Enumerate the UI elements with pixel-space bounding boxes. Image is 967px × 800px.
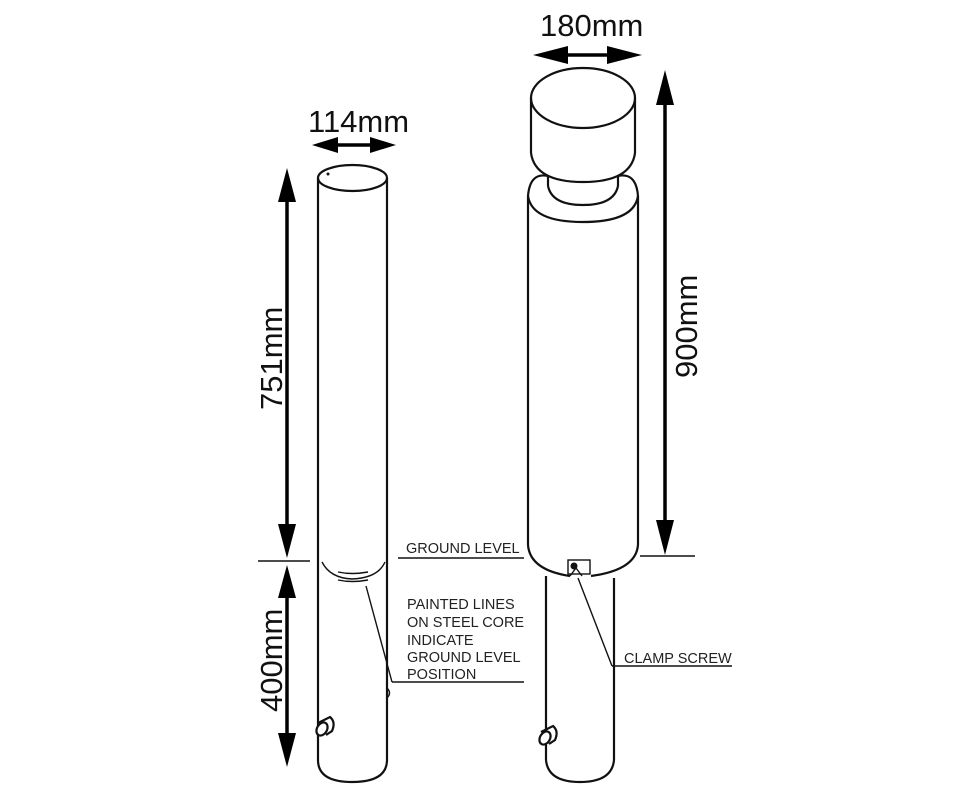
- height-label-900: 900mm: [669, 275, 704, 378]
- pin-icon: [315, 715, 335, 737]
- left-bollard: [315, 163, 391, 784]
- dimension-114mm: 114mm: [308, 104, 409, 153]
- right-bollard: [526, 66, 640, 784]
- painted-lines-callout: PAINTED LINES ON STEEL CORE INDICATE GRO…: [365, 585, 524, 683]
- diameter-label-right: 180mm: [540, 8, 643, 43]
- pin-icon: [538, 724, 558, 746]
- dimension-900mm: 900mm: [640, 70, 704, 557]
- painted-lines-text-3: INDICATE: [407, 633, 474, 649]
- height-label-751: 751mm: [254, 307, 289, 410]
- painted-lines-text-2: ON STEEL CORE: [407, 615, 524, 631]
- depth-label-400: 400mm: [254, 609, 289, 712]
- dimension-180mm: 180mm: [533, 8, 643, 64]
- ground-level-callout: GROUND LEVEL: [398, 541, 524, 559]
- clamp-screw-icon: [567, 559, 591, 577]
- diameter-label-left: 114mm: [308, 104, 409, 139]
- clamp-screw-label: CLAMP SCREW: [624, 651, 732, 667]
- painted-lines-text-5: POSITION: [407, 667, 476, 683]
- painted-lines-text-4: GROUND LEVEL: [407, 650, 521, 666]
- dimension-400mm: 400mm: [254, 565, 296, 767]
- dimension-751mm: 751mm: [254, 168, 310, 562]
- clamp-screw-callout: CLAMP SCREW: [577, 577, 732, 667]
- ground-level-label: GROUND LEVEL: [406, 541, 520, 557]
- painted-lines-text-1: PAINTED LINES: [407, 597, 515, 613]
